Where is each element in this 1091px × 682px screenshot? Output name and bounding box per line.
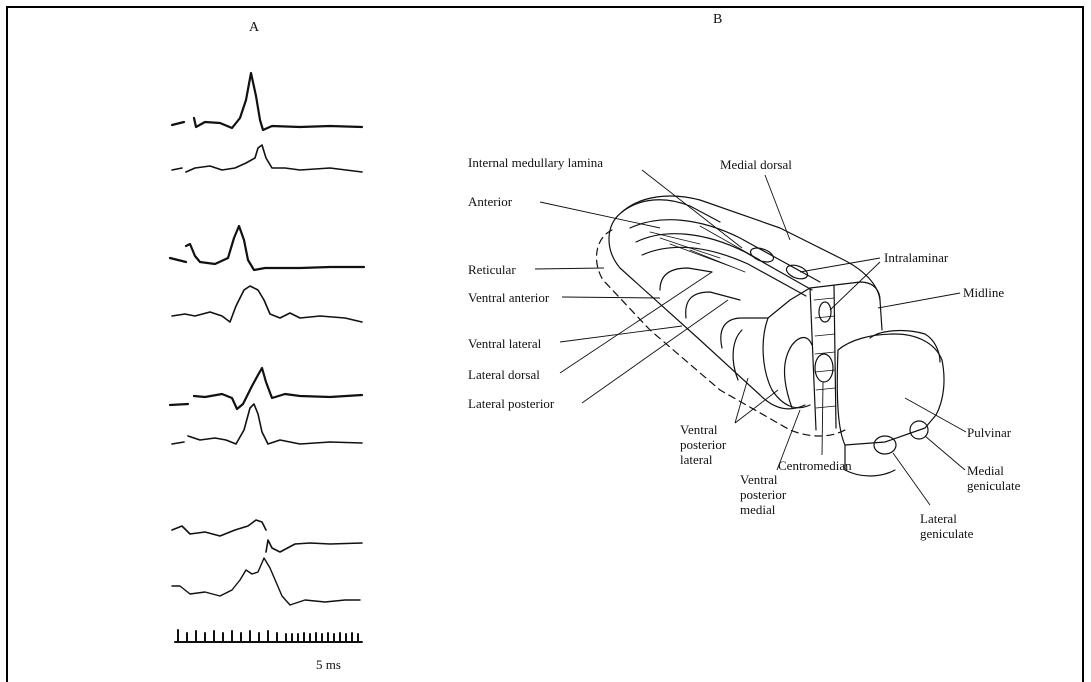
vpl-boundary — [721, 318, 768, 348]
label-reticular: Reticular — [468, 262, 516, 277]
leader-reticular — [535, 268, 604, 269]
thalamus-body-outline — [609, 196, 882, 409]
label-ventral-anterior: Ventral anterior — [468, 290, 549, 305]
leader-ventral-lateral — [560, 326, 682, 342]
lamina-fibers — [650, 226, 760, 272]
label-ventral-posterior-medial: Ventral posterior medial — [740, 472, 802, 517]
label-lateral-posterior: Lateral posterior — [468, 396, 554, 411]
leader-vpl-2 — [735, 390, 778, 423]
label-internal-medullary-lamina: Internal medullary lamina — [468, 155, 603, 170]
leader-lateral-geniculate — [893, 453, 930, 505]
label-anterior: Anterior — [468, 194, 512, 209]
front-face — [763, 282, 880, 408]
leader-medial-dorsal — [765, 175, 790, 240]
label-intralaminar: Intralaminar — [884, 250, 948, 265]
ventral-anterior-boundary — [660, 268, 712, 290]
vpl-inner — [733, 330, 742, 380]
label-lateral-dorsal: Lateral dorsal — [468, 367, 540, 382]
leader-centromedian — [822, 382, 823, 455]
leader-pulvinar — [905, 398, 966, 432]
medullary-lamina-band — [630, 220, 820, 296]
label-ventral-posterior-lateral: Ventral posterior lateral — [680, 422, 740, 467]
ventral-lateral-boundary — [686, 292, 740, 318]
vpm-boundary — [785, 338, 813, 409]
underside — [845, 445, 895, 476]
intralaminar-oval-2 — [785, 263, 810, 282]
leader-midline — [878, 293, 960, 308]
leader-lateral-dorsal — [560, 272, 712, 373]
leader-medial-geniculate — [925, 436, 965, 470]
label-midline: Midline — [963, 285, 1004, 300]
leader-lines — [535, 170, 966, 505]
leader-lateral-posterior — [582, 300, 728, 403]
label-medial-geniculate: Medial geniculate — [967, 463, 1037, 493]
label-lateral-geniculate: Lateral geniculate — [920, 511, 992, 541]
anterior-nucleus — [622, 200, 720, 222]
leader-ventral-anterior — [562, 297, 660, 298]
label-pulvinar: Pulvinar — [967, 425, 1011, 440]
label-ventral-lateral: Ventral lateral — [468, 336, 541, 351]
leader-intralaminar-1 — [800, 258, 880, 272]
lateral-geniculate-body — [874, 436, 896, 454]
midline-striations — [814, 298, 836, 408]
leader-vpl-1 — [735, 378, 748, 423]
label-medial-dorsal: Medial dorsal — [720, 157, 792, 172]
centromedian-oval — [815, 354, 833, 382]
intralaminar-oval-3 — [819, 302, 831, 322]
leader-anterior — [540, 202, 660, 228]
label-centromedian: Centromedian — [778, 458, 852, 473]
